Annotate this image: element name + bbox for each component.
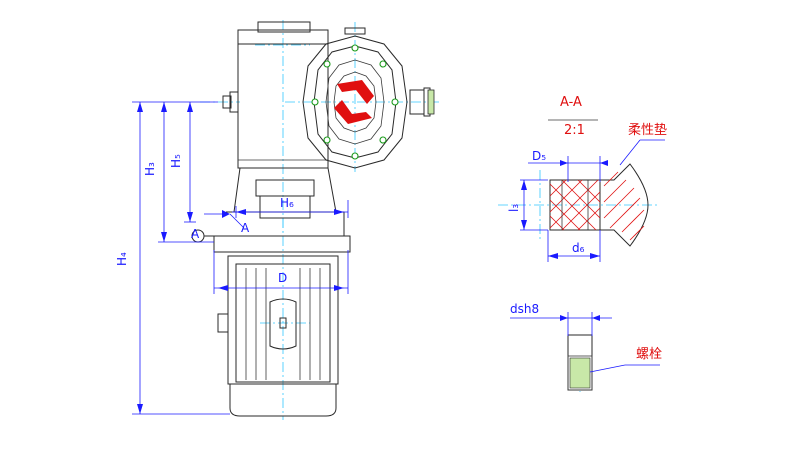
section-fill-lower: [334, 100, 372, 124]
label-d-motor: D: [278, 271, 287, 285]
motor-body: [217, 255, 339, 417]
label-h3: H₃: [143, 162, 157, 176]
label-shaft-fit: dsh8: [510, 302, 539, 316]
section-scale: 2:1: [564, 123, 585, 138]
bolt-icon: [351, 44, 359, 52]
label-h6: H₆: [280, 196, 294, 210]
bolt-icon: [379, 136, 387, 144]
bolt-icon: [323, 60, 331, 68]
bolt-icon: [323, 136, 331, 144]
screw-detail: [567, 334, 660, 391]
label-d6: d₆: [572, 241, 585, 255]
section-a-a-view: [548, 119, 665, 247]
dimension-labels: H₄ H₃ H₅ H₆ D A A A-A 2:1 D₅ l₃ d₆ 柔性垫 d…: [115, 95, 667, 362]
label-section-a-left: A: [191, 227, 200, 241]
handwheel-bolts: [311, 44, 399, 160]
bolt-icon: [379, 60, 387, 68]
dimension-lines: [132, 101, 612, 415]
adapter-neck: [191, 167, 351, 253]
label-screw: 螺栓: [636, 347, 662, 362]
section-title: A-A: [560, 95, 582, 110]
label-l3: l₃: [507, 204, 521, 212]
label-section-a-right: A: [241, 221, 250, 235]
section-fill-upper: [337, 80, 374, 104]
screw-insert: [569, 357, 591, 389]
label-d5: D₅: [532, 149, 546, 163]
bolt-icon: [391, 98, 399, 106]
label-h5: H₅: [169, 154, 183, 168]
handwheel-octagon: [302, 27, 435, 169]
bolt-icon: [351, 152, 359, 160]
label-h4: H₄: [115, 252, 129, 266]
label-flex-pad: 柔性垫: [628, 122, 667, 138]
gearbox-housing: [222, 21, 329, 169]
center-lines: [200, 20, 660, 420]
bolt-icon: [311, 98, 319, 106]
